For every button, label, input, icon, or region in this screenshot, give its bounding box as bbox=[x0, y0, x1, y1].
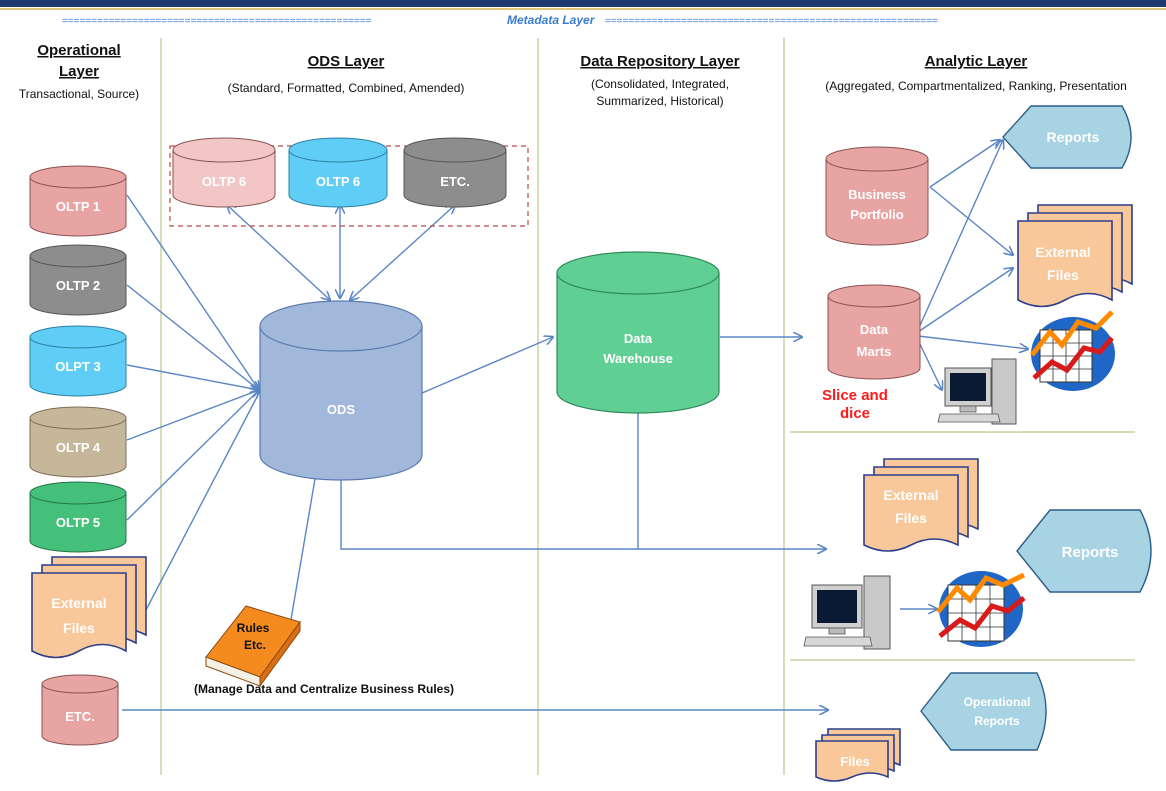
external-files-mid-stack: External Files bbox=[863, 458, 979, 552]
arrow-marts-chart bbox=[917, 335, 1028, 349]
marts-line1: Data bbox=[860, 322, 889, 337]
arrow-portfolio-reports bbox=[929, 140, 1000, 188]
metadata-dashes-left: ========================================… bbox=[62, 16, 372, 27]
oltp5-label: OLTP 5 bbox=[56, 515, 100, 530]
cylinder-ods-oltp6-b: OLTP 6 bbox=[288, 137, 388, 208]
cylinder-oltp2: OLTP 2 bbox=[29, 244, 127, 316]
cylinder-source-etc: ETC. bbox=[41, 674, 119, 746]
cylinder-ods: ODS bbox=[259, 300, 423, 481]
computer-icon bbox=[937, 358, 1017, 425]
computer-icon-2 bbox=[803, 575, 891, 650]
cylinder-data-marts: Data Marts bbox=[827, 284, 921, 380]
arrow-ods-reports bbox=[340, 478, 826, 549]
analytic-layer-subtitle: (Aggregated, Compartmentalized, Ranking,… bbox=[825, 79, 1127, 93]
chart-icon bbox=[1030, 310, 1115, 391]
reports-top-label: Reports bbox=[1047, 129, 1100, 145]
operational-title-line1: Operational bbox=[37, 42, 120, 59]
chart-icon-2 bbox=[936, 571, 1026, 647]
op-reports-line1: Operational bbox=[964, 695, 1031, 709]
files-bottom-stack: Files bbox=[815, 728, 901, 782]
slice-and-dice-line1: Slice and bbox=[822, 387, 888, 404]
files-bottom-label: Files bbox=[840, 754, 870, 769]
reports-mid-shape: Reports bbox=[1016, 509, 1152, 593]
arrow-oltp2 bbox=[126, 284, 259, 390]
top-bar bbox=[0, 0, 1166, 7]
reports-top-shape: Reports bbox=[1002, 105, 1132, 169]
olpt3-label: OLPT 3 bbox=[55, 359, 101, 374]
arrow-marts-computer bbox=[917, 339, 942, 390]
files-mid-line1: External bbox=[883, 487, 938, 503]
arrow-source-files bbox=[145, 392, 260, 611]
warehouse-line1: Data bbox=[624, 331, 653, 346]
arrow-marts-files bbox=[917, 268, 1013, 333]
arrow-marts-reports bbox=[917, 140, 1003, 331]
files-mid-line2: Files bbox=[895, 510, 927, 526]
cylinder-olpt3: OLPT 3 bbox=[29, 325, 127, 397]
ods-oltp6-a-label: OLTP 6 bbox=[202, 174, 246, 189]
metadata-dashes-right: ========================================… bbox=[605, 16, 938, 27]
arrow-ods-oltp6a bbox=[227, 205, 330, 300]
source-external-files-stack: External Files bbox=[31, 556, 147, 659]
source-etc-label: ETC. bbox=[65, 709, 95, 724]
cylinder-oltp4: OLTP 4 bbox=[29, 406, 127, 478]
portfolio-line1: Business bbox=[848, 187, 906, 202]
oltp4-label: OLTP 4 bbox=[56, 440, 101, 455]
analytic-layer-title: Analytic Layer bbox=[925, 53, 1028, 70]
cylinder-oltp5: OLTP 5 bbox=[29, 481, 127, 553]
arrow-ods-etc bbox=[350, 205, 455, 300]
repository-layer-title: Data Repository Layer bbox=[580, 53, 739, 70]
ods-sources-group-box bbox=[169, 145, 529, 227]
ods-label: ODS bbox=[327, 402, 356, 417]
arrow-rules bbox=[286, 472, 317, 644]
rules-book-line2: Etc. bbox=[244, 638, 266, 652]
arrow-oltp5 bbox=[126, 390, 259, 521]
arrow-portfolio-files bbox=[929, 186, 1013, 255]
op-reports-line2: Reports bbox=[974, 714, 1020, 728]
marts-line2: Marts bbox=[857, 344, 892, 359]
ods-layer-title: ODS Layer bbox=[308, 53, 385, 70]
repository-subtitle-line2: Summarized, Historical) bbox=[596, 94, 723, 108]
reports-mid-label: Reports bbox=[1062, 544, 1119, 561]
oltp1-label: OLTP 1 bbox=[56, 199, 100, 214]
metadata-layer-label: Metadata Layer bbox=[507, 13, 596, 27]
ods-oltp6-b-label: OLTP 6 bbox=[316, 174, 360, 189]
operational-title-line2: Layer bbox=[59, 63, 99, 80]
rules-book-line1: Rules bbox=[237, 621, 270, 635]
ods-etc-label: ETC. bbox=[440, 174, 470, 189]
operational-subtitle: Transactional, Source) bbox=[19, 87, 139, 101]
portfolio-line2: Portfolio bbox=[850, 207, 903, 222]
column-dividers bbox=[160, 38, 1135, 775]
arrow-ods-warehouse bbox=[421, 337, 553, 394]
operational-reports-shape: Operational Reports bbox=[920, 672, 1047, 751]
cylinder-business-portfolio: Business Portfolio bbox=[825, 146, 929, 246]
oltp2-label: OLTP 2 bbox=[56, 278, 100, 293]
cylinder-data-warehouse: Data Warehouse bbox=[556, 251, 720, 414]
metadata-layer-banner: ========================================… bbox=[62, 13, 938, 27]
arrow-olpt3 bbox=[126, 364, 259, 390]
repository-subtitle-line1: (Consolidated, Integrated, bbox=[591, 77, 729, 91]
connector-arrows bbox=[122, 140, 1028, 710]
arrow-oltp1 bbox=[126, 194, 259, 390]
source-files-line2: Files bbox=[63, 620, 95, 636]
warehouse-line2: Warehouse bbox=[603, 351, 673, 366]
external-files-top-stack: External Files bbox=[1017, 204, 1133, 308]
rules-caption: (Manage Data and Centralize Business Rul… bbox=[194, 682, 454, 696]
cylinder-ods-etc: ETC. bbox=[403, 137, 507, 208]
ods-layer-subtitle: (Standard, Formatted, Combined, Amended) bbox=[228, 81, 465, 95]
rules-book-icon: Rules Etc. bbox=[205, 605, 301, 688]
slice-and-dice-line2: dice bbox=[840, 405, 870, 422]
files-top-line1: External bbox=[1035, 244, 1090, 260]
files-top-line2: Files bbox=[1047, 267, 1079, 283]
arrow-oltp4 bbox=[126, 390, 259, 441]
cylinder-oltp1: OLTP 1 bbox=[29, 165, 127, 237]
source-files-line1: External bbox=[51, 595, 106, 611]
cylinder-ods-oltp6-a: OLTP 6 bbox=[172, 137, 276, 208]
